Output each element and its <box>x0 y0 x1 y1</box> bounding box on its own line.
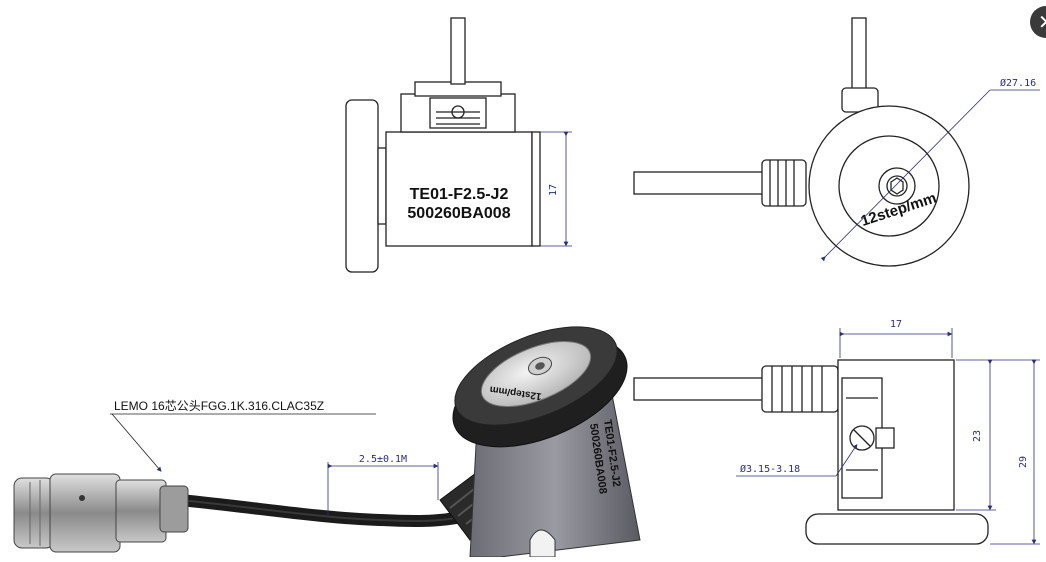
photo-cable-length-dim: 2.5±0.1M <box>327 454 439 516</box>
side-shaft <box>851 17 867 93</box>
front-spring <box>429 97 487 129</box>
bottom-dim-width-text: 17 <box>890 319 902 330</box>
front-dim-height-text: 17 <box>548 184 559 196</box>
close-button[interactable]: ✕ <box>1030 6 1046 38</box>
front-clamp <box>400 93 516 133</box>
front-label-line1: TE01-F2.5-J2 <box>410 186 509 203</box>
photo-connector-callout: LEMO 16芯公头FGG.1K.316.CLAC35Z <box>110 399 376 472</box>
bottom-view <box>633 359 989 545</box>
front-dim-height: 17 <box>540 131 572 247</box>
side-view: 12step/mm <box>633 17 970 267</box>
front-view: TE01-F2.5-J2 500260BA008 <box>345 17 541 273</box>
bottom-cable <box>633 377 765 401</box>
bottom-dim-body-height-text: 23 <box>972 430 983 442</box>
side-dim-diameter: Ø27.16 <box>820 77 1040 262</box>
bottom-dim-shaft: Ø3.15-3.18 <box>736 444 858 477</box>
front-wheel <box>345 99 379 273</box>
front-wheel-hub <box>377 147 387 225</box>
side-cable <box>633 171 765 195</box>
bottom-dim-width: 17 <box>839 319 953 358</box>
side-hex-socket <box>886 175 908 197</box>
front-label-line2: 500260BA008 <box>407 205 510 222</box>
side-dim-diameter-text: Ø27.16 <box>1000 77 1036 89</box>
photo-wheel: 12step/mm <box>452 326 628 448</box>
connector-label: LEMO 16芯公头FGG.1K.316.CLAC35Z <box>114 399 324 413</box>
bottom-dim-heights: 23 29 <box>956 359 1040 545</box>
side-cable-gland <box>761 159 807 207</box>
front-shaft <box>450 17 466 85</box>
photo-cable <box>179 494 482 528</box>
sensor-photo: TE01-F2.5-J2 500260BA008 12step/mm LEMO … <box>13 326 641 558</box>
cable-length-text: 2.5±0.1M <box>359 454 407 465</box>
close-icon: ✕ <box>1038 10 1046 34</box>
bottom-screw <box>875 427 895 449</box>
bottom-cable-gland <box>761 365 839 413</box>
bottom-dim-total-height-text: 29 <box>1018 456 1029 468</box>
front-body-edge <box>531 131 541 247</box>
bottom-wheel <box>805 513 989 545</box>
bottom-dim-shaft-text: Ø3.15-3.18 <box>740 463 800 475</box>
lemo-connector <box>13 473 189 553</box>
front-body <box>385 131 533 247</box>
